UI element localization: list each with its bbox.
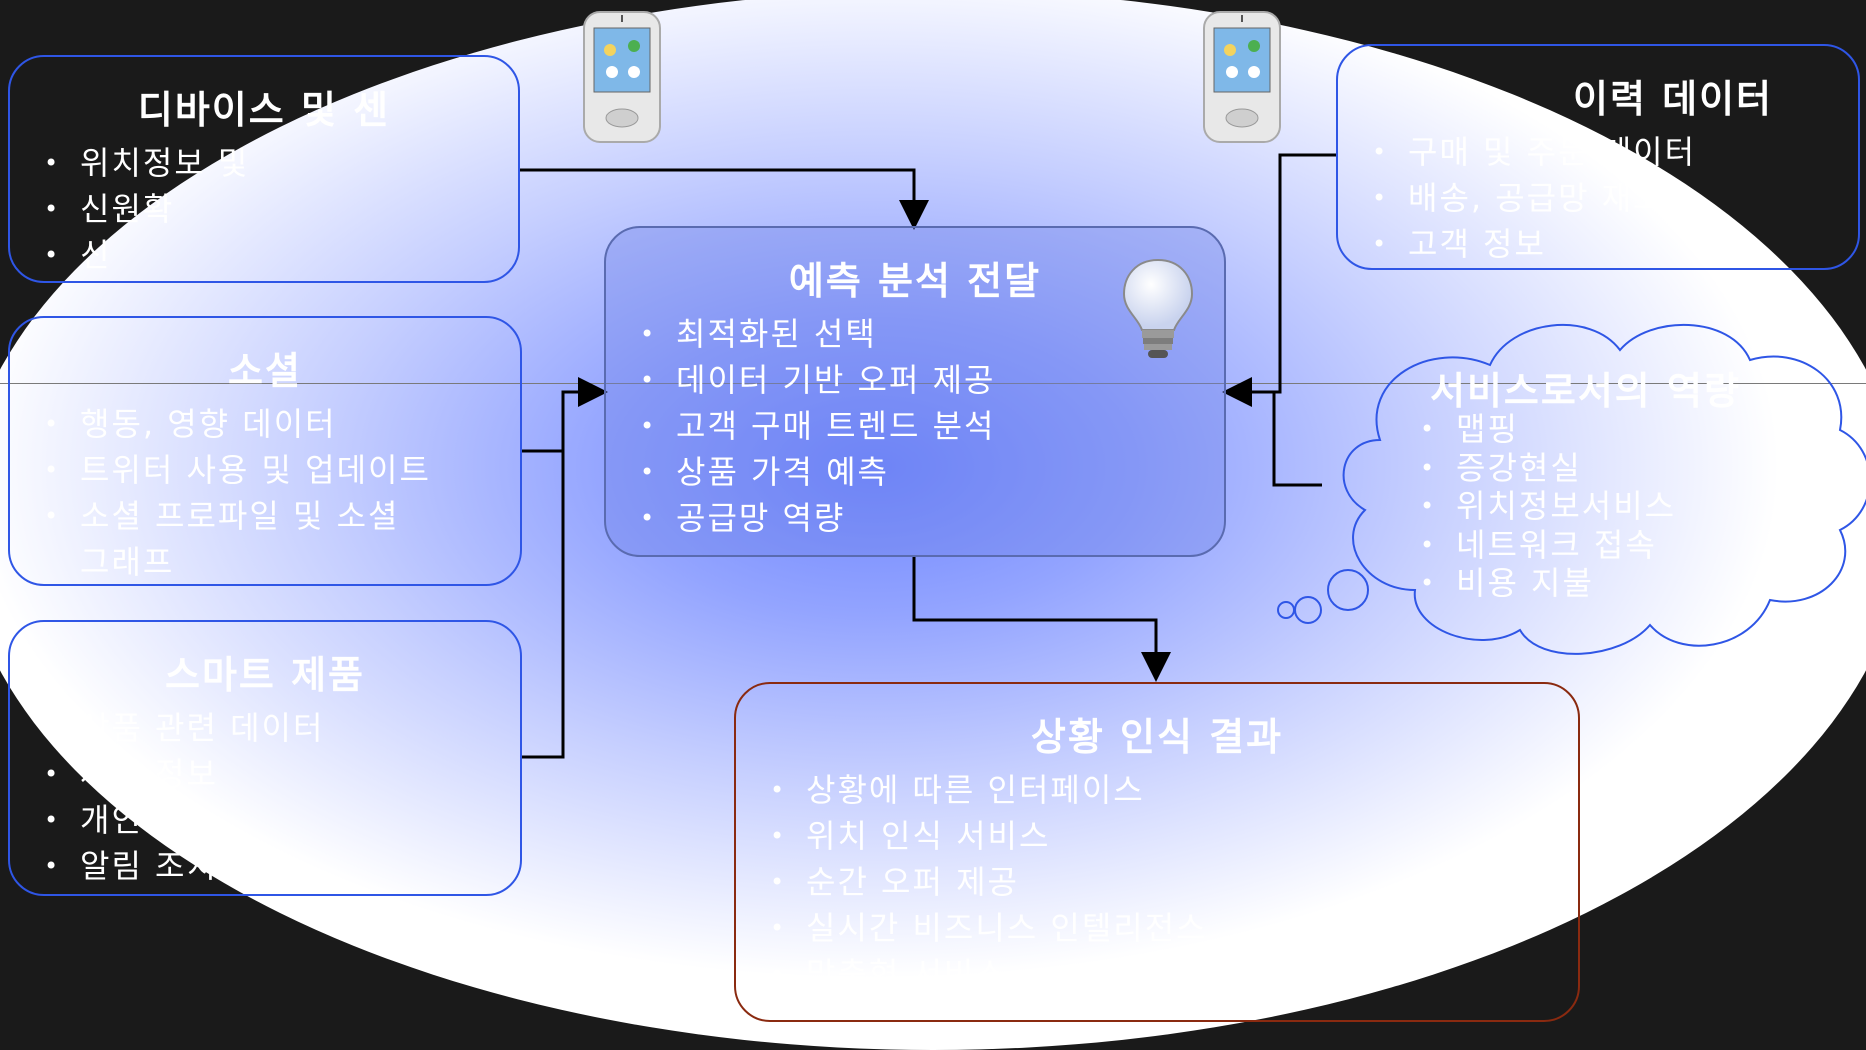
list-item: 트위터 사용 및 업데이트 [44, 447, 520, 493]
list-item: 맞춤형 서비스 [770, 951, 1578, 997]
list-item: 배송, 공급망 재고 [1372, 175, 1858, 221]
predictive-analysis-box: 예측 분석 전달 최적화된 선택 데이터 기반 오퍼 제공 고객 구매 트렌드 … [604, 226, 1226, 557]
history-data-title: 이력 데이터 [1572, 77, 1774, 121]
list-item: 위치 인식 서비스 [770, 813, 1578, 859]
context-aware-result-list: 상황에 따른 인터페이스 위치 인식 서비스 순간 오퍼 제공 실시간 비즈니스… [736, 767, 1578, 997]
list-item: 개인 [44, 797, 520, 843]
arrow-smart-to-center [522, 392, 565, 759]
predictive-analysis-title: 예측 분석 전달 [788, 259, 1042, 303]
history-data-list: 구매 및 주문 데이터 배송, 공급망 재고 고객 정보 [1338, 129, 1858, 267]
list-item: 비용 지불 [1420, 564, 1676, 603]
predictive-analysis-list: 최적화된 선택 데이터 기반 오퍼 제공 고객 구매 트렌드 분석 상품 가격 … [606, 311, 1224, 541]
capability-cloud: 서비스로서의 역량 맵핑 증강현실 위치정보서비스 네트워크 접속 비용 지불 [1277, 310, 1866, 670]
list-item: 신 [44, 232, 518, 278]
list-item: 최적화된 선택 [640, 311, 1224, 357]
list-item: 증강현실 [1420, 449, 1676, 488]
capability-cloud-title: 서비스로서의 역량 [1430, 369, 1741, 413]
list-item: 순간 오퍼 제공 [770, 859, 1578, 905]
list-item: 상품 관련 데이터 [44, 705, 520, 751]
list-item: 상품 가격 예측 [640, 449, 1224, 495]
list-item: 고객 구매 트렌드 분석 [640, 403, 1224, 449]
history-data-box: 이력 데이터 구매 및 주문 데이터 배송, 공급망 재고 고객 정보 [1336, 44, 1860, 270]
list-item: 상황에 따른 인터페이스 [770, 767, 1578, 813]
smart-product-box: 스마트 제품 상품 관련 데이터 제품 정보 개인 알림 조치 [8, 620, 522, 896]
social-box: 소셜 행동, 영향 데이터 트위터 사용 및 업데이트 소셜 프로파일 및 소셜… [8, 316, 522, 586]
device-sensor-box: 디바이스 및 센 위치정보 및 신원확 신 [8, 55, 520, 283]
list-item: 맵핑 [1420, 410, 1676, 449]
list-item: 실시간 비즈니스 인텔리전스 [770, 905, 1578, 951]
cloud-outline [1277, 323, 1866, 655]
social-list: 행동, 영향 데이터 트위터 사용 및 업데이트 소셜 프로파일 및 소셜 그래… [10, 401, 520, 585]
list-item: 소셜 프로파일 및 소셜 그래프 [44, 493, 410, 585]
arrow-provider-to-center [1272, 392, 1322, 487]
smart-product-title: 스마트 제품 [164, 653, 366, 697]
list-item: 공급망 역량 [640, 495, 1224, 541]
arrow-center-to-result [912, 557, 1171, 682]
list-item: 알림 조치 [44, 843, 520, 889]
list-item: 구매 및 주문 데이터 [1372, 129, 1858, 175]
context-aware-result-box: 상황 인식 결과 상황에 따른 인터페이스 위치 인식 서비스 순간 오퍼 제공… [734, 682, 1580, 1022]
connector-arrows [518, 153, 1336, 759]
device-sensor-list: 위치정보 및 신원확 신 [10, 140, 518, 278]
device-sensor-title: 디바이스 및 센 [137, 88, 391, 132]
list-item: 제품 정보 [44, 751, 520, 797]
capability-cloud-list: 맵핑 증강현실 위치정보서비스 네트워크 접속 비용 지불 [1420, 410, 1676, 603]
list-item: 행동, 영향 데이터 [44, 401, 520, 447]
mobile-phone-icon [1200, 10, 1284, 144]
list-item: 데이터 기반 오퍼 제공 [640, 357, 1224, 403]
arrow-device-to-center [518, 168, 929, 230]
list-item: 위치정보 및 [44, 140, 518, 186]
list-item: 신원확 [44, 186, 518, 232]
social-title: 소셜 [228, 349, 302, 393]
smart-product-list: 상품 관련 데이터 제품 정보 개인 알림 조치 [10, 705, 520, 889]
mobile-phone-icon [580, 10, 664, 144]
list-item: 고객 정보 [1372, 221, 1858, 267]
list-item: 위치정보서비스 [1420, 487, 1676, 526]
list-item: 네트워크 접속 [1420, 526, 1676, 565]
arrow-history-to-center [1222, 153, 1336, 407]
context-aware-result-title: 상황 인식 결과 [1030, 715, 1284, 759]
light-bulb-icon [1118, 256, 1198, 364]
